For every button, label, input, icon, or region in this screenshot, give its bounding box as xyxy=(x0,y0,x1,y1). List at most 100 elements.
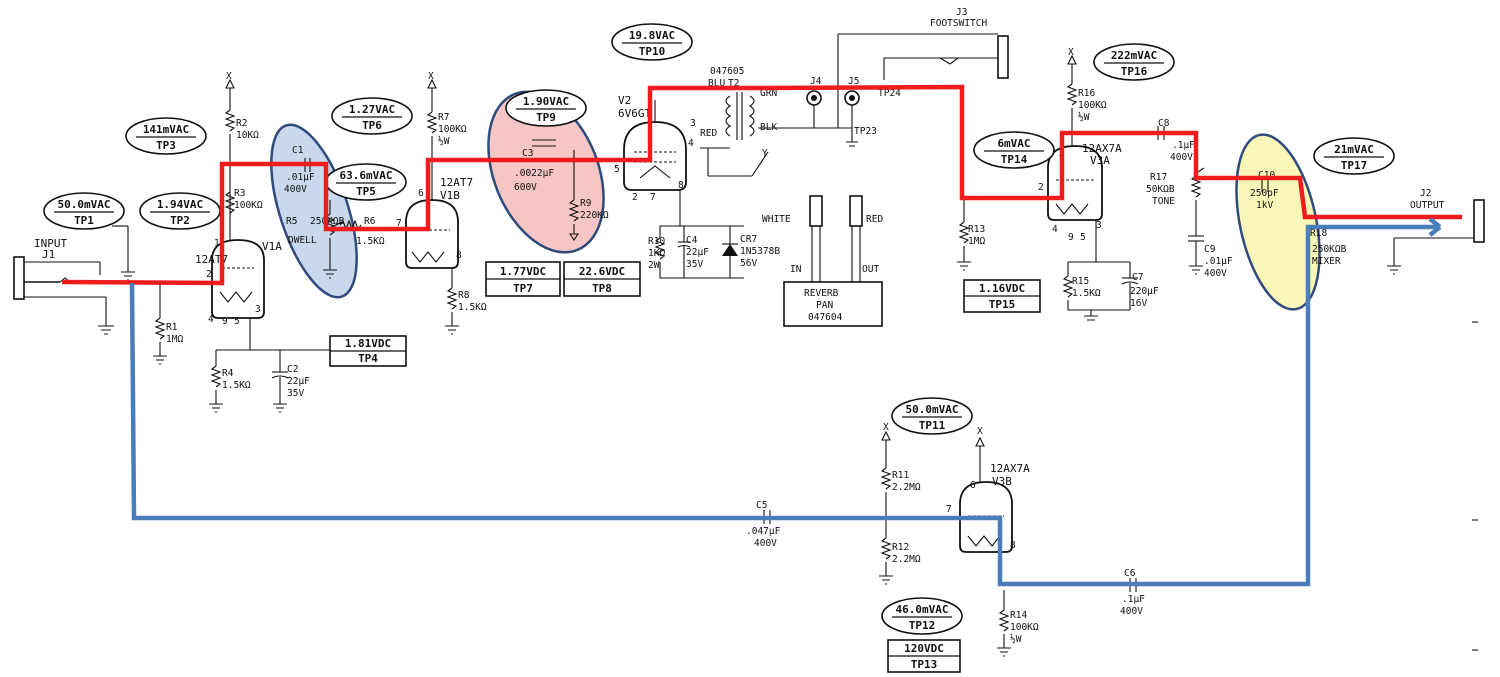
svg-text:OUTPUT: OUTPUT xyxy=(1410,200,1445,211)
svg-text:R7: R7 xyxy=(438,112,449,123)
svg-text:R5: R5 xyxy=(286,216,297,227)
svg-text:5: 5 xyxy=(614,164,620,175)
svg-text:C6: C6 xyxy=(1124,568,1136,579)
svg-text:3: 3 xyxy=(690,118,696,129)
test-point-oval xyxy=(505,89,587,127)
dc-point-value: 1.81VDC xyxy=(345,337,391,350)
svg-text:16V: 16V xyxy=(1130,298,1147,309)
svg-text:9: 9 xyxy=(222,316,228,327)
svg-text:6V6GT: 6V6GT xyxy=(618,107,651,120)
test-point-oval xyxy=(881,597,963,635)
test-point-oval xyxy=(891,397,973,435)
footswitch-j3: J3 FOOTSWITCH xyxy=(837,7,1009,128)
svg-text:1kV: 1kV xyxy=(1256,200,1273,211)
svg-text:J4: J4 xyxy=(810,76,822,87)
svg-text:250KΩB: 250KΩB xyxy=(1312,244,1347,255)
svg-text:R6: R6 xyxy=(364,216,376,227)
capacitor-c9: C9 .01µF 400V xyxy=(1188,200,1233,279)
svg-text:2: 2 xyxy=(1038,182,1044,193)
test-point-id: TP17 xyxy=(1341,159,1368,172)
dc-point-value: 1.77VDC xyxy=(500,265,546,278)
svg-text:.0022µF: .0022µF xyxy=(514,168,554,179)
svg-text:12AT7: 12AT7 xyxy=(440,176,473,189)
svg-text:V3A: V3A xyxy=(1090,154,1110,167)
input-jack-j1: INPUT J1 xyxy=(13,237,114,335)
svg-text:J5: J5 xyxy=(848,76,859,87)
test-point-id: TP9 xyxy=(536,111,556,124)
svg-text:R3: R3 xyxy=(234,188,245,199)
test-point-oval xyxy=(611,23,693,61)
svg-text:4: 4 xyxy=(688,138,694,149)
svg-text:5: 5 xyxy=(234,316,240,327)
svg-text:8: 8 xyxy=(678,180,684,191)
svg-text:5: 5 xyxy=(1080,232,1086,243)
svg-text:R11: R11 xyxy=(892,470,909,481)
svg-text:X: X xyxy=(428,71,434,82)
resistor-r2: X R2 10KΩ xyxy=(224,71,259,200)
test-point-tp2: 1.94VAC TP2 xyxy=(139,192,221,230)
tube-v3b: X 12AX7A V3B 6 7 8 xyxy=(946,426,1030,553)
svg-text:R15: R15 xyxy=(1072,276,1089,287)
resistor-r13: R13 1MΩ xyxy=(957,200,985,271)
svg-text:Y: Y xyxy=(762,148,768,159)
svg-text:R4: R4 xyxy=(222,368,234,379)
test-point-value: 1.94VAC xyxy=(157,198,203,211)
test-point-value: 222mVAC xyxy=(1111,49,1157,62)
resistor-r4: R4 1.5KΩ xyxy=(209,350,251,413)
svg-text:8: 8 xyxy=(456,250,462,261)
svg-text:1.5KΩ: 1.5KΩ xyxy=(458,302,487,313)
svg-text:R10: R10 xyxy=(648,236,665,247)
zener-cr7: CR7 1N5378B 56V xyxy=(722,226,780,278)
svg-text:C10: C10 xyxy=(1258,170,1275,181)
svg-text:½W: ½W xyxy=(438,136,450,147)
svg-text:BLU: BLU xyxy=(708,78,725,89)
svg-text:22µF: 22µF xyxy=(287,376,310,387)
test-point-id: TP14 xyxy=(1001,153,1028,166)
test-point-oval xyxy=(331,97,413,135)
mixer-signal-path xyxy=(129,224,1440,587)
svg-text:100KΩ: 100KΩ xyxy=(234,200,263,211)
tube-v1b: 12AT7 V1B 6 7 8 xyxy=(396,176,473,269)
capacitor-c8: C8 .1µF 400V xyxy=(1157,118,1195,163)
svg-text:2W: 2W xyxy=(648,260,660,271)
svg-text:RED: RED xyxy=(866,214,883,225)
svg-text:OUT: OUT xyxy=(862,264,879,275)
svg-text:35V: 35V xyxy=(287,388,304,399)
svg-text:1MΩ: 1MΩ xyxy=(166,334,183,345)
svg-text:2: 2 xyxy=(632,192,638,203)
test-point-oval xyxy=(1093,43,1175,81)
svg-text:400V: 400V xyxy=(1170,152,1193,163)
svg-text:C7: C7 xyxy=(1132,272,1143,283)
test-point-id: TP1 xyxy=(74,214,94,227)
test-point-id: TP11 xyxy=(919,419,946,432)
svg-text:R9: R9 xyxy=(580,198,592,209)
svg-text:35V: 35V xyxy=(686,259,703,270)
test-point-id: TP2 xyxy=(170,214,190,227)
svg-text:2: 2 xyxy=(206,269,212,280)
dc-point-value: 22.6VDC xyxy=(579,265,625,278)
test-point-id: TP16 xyxy=(1121,65,1148,78)
resistor-r15: R15 1.5KΩ xyxy=(1062,262,1130,321)
svg-text:600V: 600V xyxy=(514,182,537,193)
svg-text:4: 4 xyxy=(208,314,214,325)
svg-text:R1: R1 xyxy=(166,322,178,333)
input-ref: J1 xyxy=(42,248,55,261)
jacks-j4-j5: J4 J5 TP23 TP24 xyxy=(806,76,901,147)
svg-text:C2: C2 xyxy=(287,364,298,375)
svg-text:PAN: PAN xyxy=(816,300,833,311)
potentiometer-r18-mixer: R18 250KΩB MIXER xyxy=(1310,228,1347,267)
svg-text:1.5KΩ: 1.5KΩ xyxy=(222,380,251,391)
svg-text:7: 7 xyxy=(650,192,656,203)
output-jack-j2: J2 OUTPUT xyxy=(1387,188,1485,275)
svg-text:R13: R13 xyxy=(968,224,985,235)
svg-text:1.5KΩ: 1.5KΩ xyxy=(1072,288,1101,299)
svg-text:C5: C5 xyxy=(756,500,767,511)
svg-text:12AX7A: 12AX7A xyxy=(1082,142,1122,155)
